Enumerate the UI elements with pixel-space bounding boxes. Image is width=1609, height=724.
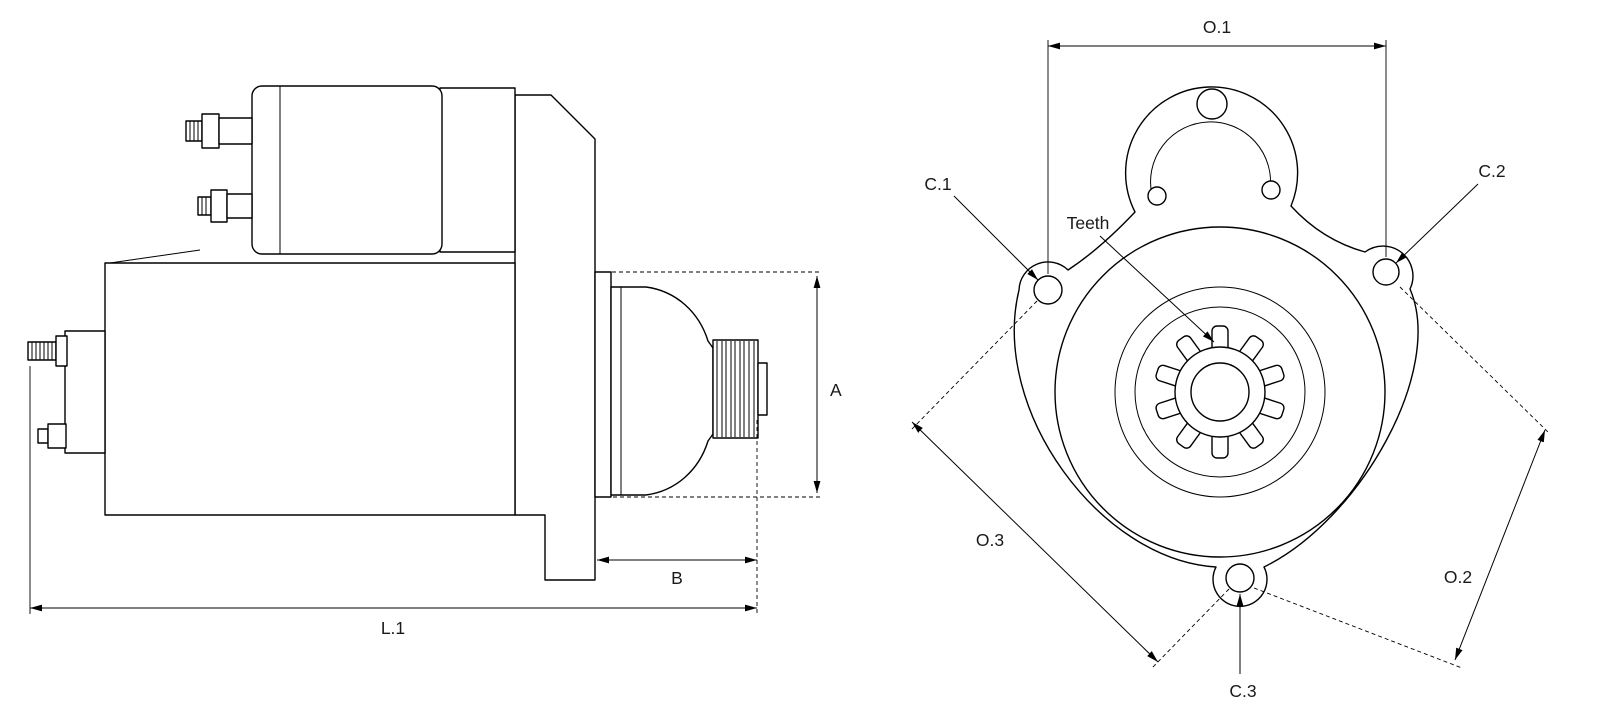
shaft-end-cap	[757, 362, 768, 416]
thread-hatching	[201, 197, 207, 215]
solenoid-flange	[439, 87, 516, 253]
mounting-hole-c1	[1033, 275, 1063, 305]
side-view-dimensions: L.1 B A	[29, 271, 842, 638]
dimension-label-C2: C.2	[1478, 161, 1505, 181]
terminal-boss	[218, 117, 253, 145]
through-bolt-lower	[37, 423, 67, 449]
through-bolt-upper	[27, 335, 68, 367]
mounting-hole-c3	[1225, 563, 1255, 593]
extension-line-o3-upper-dashed	[909, 300, 1038, 432]
flange-face-circle	[1054, 226, 1386, 558]
thread-hatching	[31, 342, 53, 360]
front-view-dimensions: O.1 C.1 C.2 Teeth C.3 O.3 O.2	[909, 17, 1551, 701]
dimension-label-C3: C.3	[1229, 681, 1256, 701]
dimension-label-A: A	[830, 380, 842, 400]
dimension-label-O2: O.2	[1444, 567, 1472, 587]
dimension-line-O3	[911, 421, 1159, 663]
arch-base-hole-right	[1261, 180, 1281, 200]
bolt-nut	[55, 335, 68, 367]
dimension-label-C1: C.1	[924, 174, 951, 194]
dimension-line-O2	[1454, 429, 1546, 661]
dimension-label-teeth: Teeth	[1067, 213, 1110, 233]
drive-mounting-flange	[594, 271, 612, 498]
dimension-label-L1: L.1	[381, 618, 405, 638]
mounting-bracket	[514, 94, 596, 581]
bearing-ring-inner	[1134, 306, 1306, 478]
side-view	[27, 85, 768, 581]
thread-hatching	[189, 121, 199, 141]
end-cap	[64, 330, 106, 454]
leader-line-c2	[1395, 183, 1479, 264]
arch-top-hole	[1196, 88, 1228, 120]
arch-inner-edge	[1150, 121, 1272, 196]
pinion-gear	[712, 339, 768, 439]
shaft-bore	[1190, 362, 1250, 422]
front-view	[1013, 86, 1419, 608]
dimension-label-O3: O.3	[976, 530, 1004, 550]
terminal-stud-lower	[197, 189, 253, 223]
bolt-nut	[47, 423, 67, 449]
bearing-ring-outer	[1114, 286, 1326, 498]
dimension-label-B: B	[671, 568, 683, 588]
drive-end-housing	[610, 286, 714, 496]
solenoid-body	[251, 85, 443, 255]
motor-body	[104, 262, 516, 516]
arch-base-hole-left	[1147, 186, 1167, 206]
pinion-spline-teeth	[716, 341, 755, 437]
terminal-nut	[210, 189, 228, 223]
extension-line-o2-lower-dashed	[1253, 587, 1463, 669]
leader-line-c1	[953, 195, 1039, 281]
terminal-nut	[201, 113, 220, 149]
leader-line-teeth	[1099, 235, 1215, 343]
dimension-label-O1: O.1	[1203, 17, 1231, 37]
terminal-boss	[226, 193, 253, 219]
terminal-stud-upper	[185, 113, 253, 149]
mounting-hole-c2	[1372, 258, 1400, 286]
body-strap	[109, 249, 201, 264]
extension-line-o2-upper-dashed	[1399, 286, 1551, 435]
extension-line-o3-lower-dashed	[1151, 588, 1230, 669]
